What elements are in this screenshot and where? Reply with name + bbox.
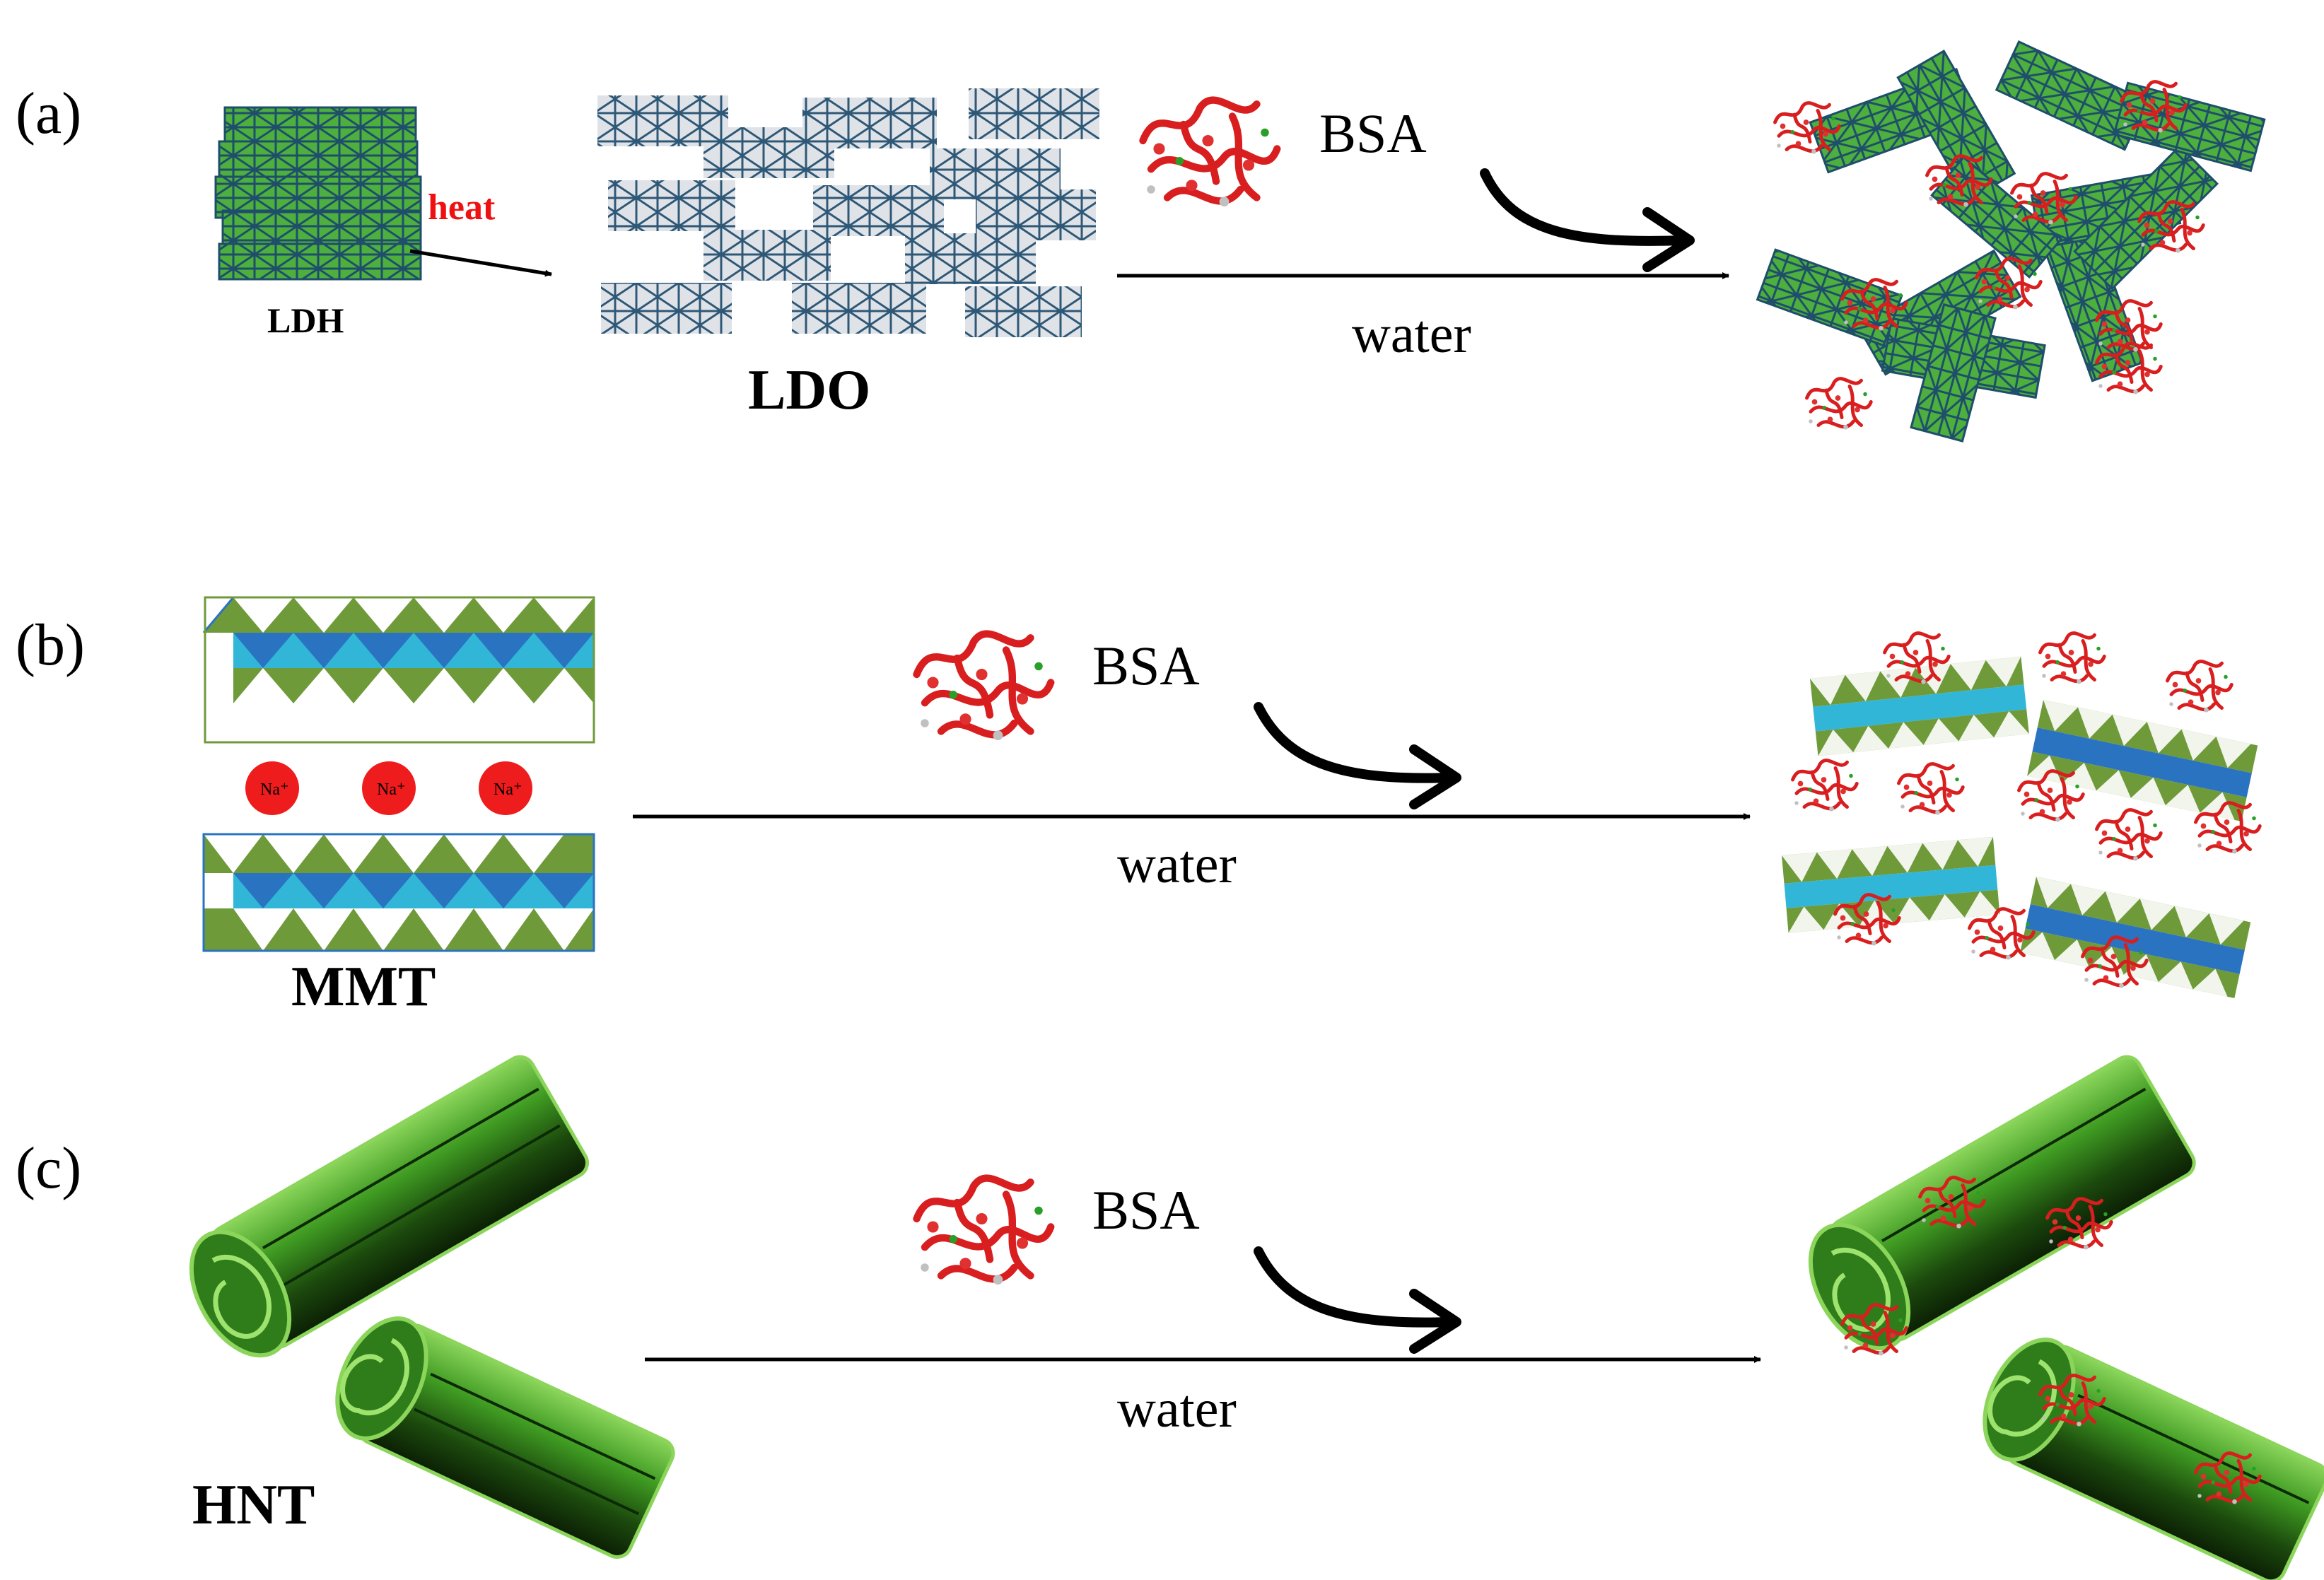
curved-arrow-c	[1254, 1246, 1454, 1328]
hnt-bsa-product	[1808, 1055, 2324, 1580]
ldh-label: LDH	[267, 300, 344, 340]
water-label-c: water	[1117, 1379, 1237, 1439]
ldo-label: LDO	[748, 359, 870, 421]
curved-arrow-a	[1480, 168, 1688, 246]
bsa-label-a: BSA	[1319, 103, 1427, 164]
mmt-label: MMT	[291, 956, 436, 1018]
water-label-a: water	[1352, 305, 1471, 364]
bsa-label-b: BSA	[1092, 635, 1200, 696]
panel-c: (c) HNT BSA water	[16, 1055, 2324, 1580]
panel-b: (b) Na⁺ Na⁺ Na⁺ MM	[16, 596, 2260, 1018]
hnt-tube-2	[335, 1316, 675, 1559]
ldh-bsa-product	[1756, 40, 2266, 443]
bsa-label-c: BSA	[1092, 1179, 1200, 1241]
bsa-protein-b	[917, 634, 1051, 741]
sodium-ion-label-1: Na⁺	[260, 780, 289, 799]
panel-c-label: (c)	[16, 1135, 81, 1201]
panel-b-label: (b)	[16, 612, 85, 678]
panel-a-label: (a)	[16, 81, 81, 146]
bsa-protein-c	[917, 1178, 1051, 1285]
sodium-ion-label-2: Na⁺	[377, 780, 406, 799]
hnt-label: HNT	[192, 1474, 315, 1536]
mmt-sheet-bottom	[202, 833, 595, 952]
mmt-sheet-top	[202, 596, 595, 744]
heat-arrow	[409, 249, 552, 277]
ldo-layers	[597, 88, 1099, 337]
curved-arrow-b	[1254, 702, 1454, 783]
heat-label: heat	[428, 187, 496, 228]
water-label-b: water	[1117, 835, 1237, 894]
sodium-ion-label-3: Na⁺	[494, 780, 522, 799]
panel-a: (a) LDH heat LDO	[16, 40, 2266, 443]
hnt-tube-1	[189, 1055, 590, 1358]
sodium-ions: Na⁺ Na⁺ Na⁺	[245, 761, 532, 815]
bsa-protein-a	[1143, 100, 1278, 207]
ldh-stack	[214, 106, 422, 281]
mmt-bsa-product	[1782, 633, 2260, 999]
